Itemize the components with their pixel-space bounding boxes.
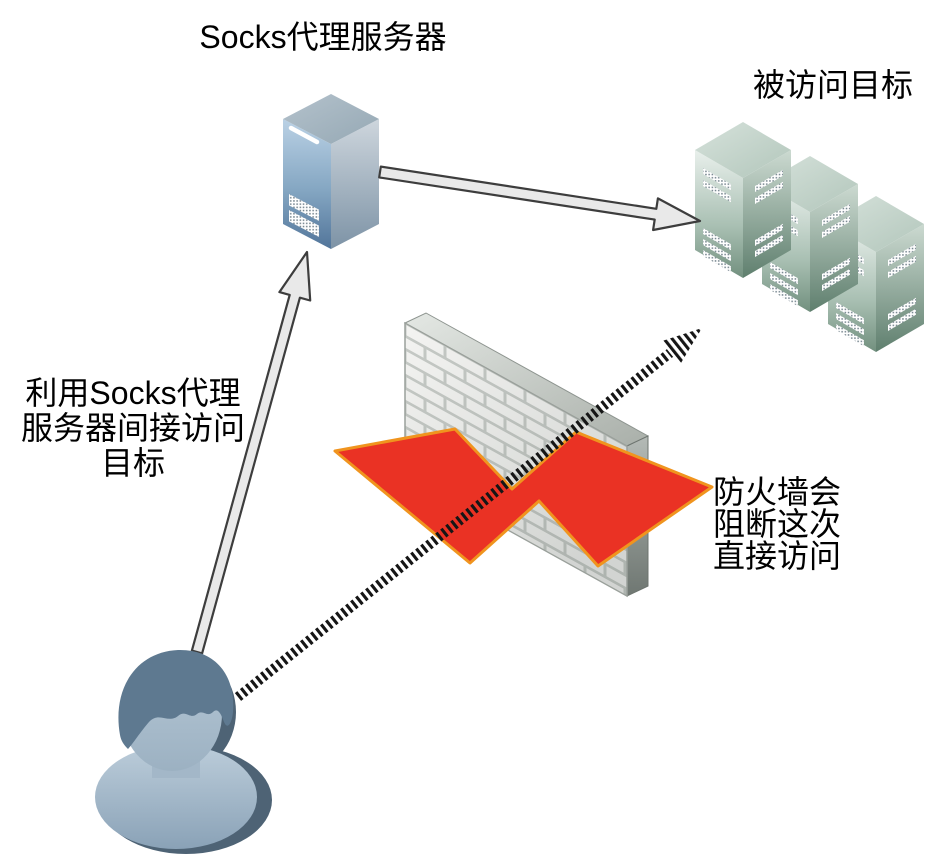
person-icon — [95, 649, 272, 854]
striped-arrow-head — [661, 328, 702, 365]
hair — [118, 649, 234, 749]
indirect-note-line: 利用Socks代理 — [25, 375, 241, 411]
lightning-bolt-icon — [333, 427, 714, 568]
target-label: 被访问目标 — [752, 67, 913, 103]
indirect-arrow-to-target — [378, 165, 702, 232]
blocked-note-line: 阻断这次 — [713, 506, 842, 542]
direct-access-arrow — [234, 328, 702, 701]
indirect-note-line: 服务器间接访问 — [20, 410, 245, 446]
proxy-server-icon — [283, 94, 379, 249]
indirect-note-line: 目标 — [100, 445, 165, 481]
indirect-access-note: 利用Socks代理 服务器间接访问 目标 — [3, 376, 263, 481]
blocked-note-line: 防火墙会 — [713, 474, 842, 510]
firewall-block-note: 防火墙会 阻断这次 直接访问 — [713, 476, 929, 572]
disk-slot-stripe — [288, 125, 320, 145]
striped-arrow-shaft — [234, 349, 674, 701]
indirect-arrow-to-proxy — [190, 250, 312, 655]
proxy-server-label: Socks代理服务器 — [199, 19, 447, 55]
blocked-note-line: 直接访问 — [713, 538, 842, 574]
server-tower-icon — [695, 122, 791, 278]
target-servers-icon — [695, 122, 924, 352]
